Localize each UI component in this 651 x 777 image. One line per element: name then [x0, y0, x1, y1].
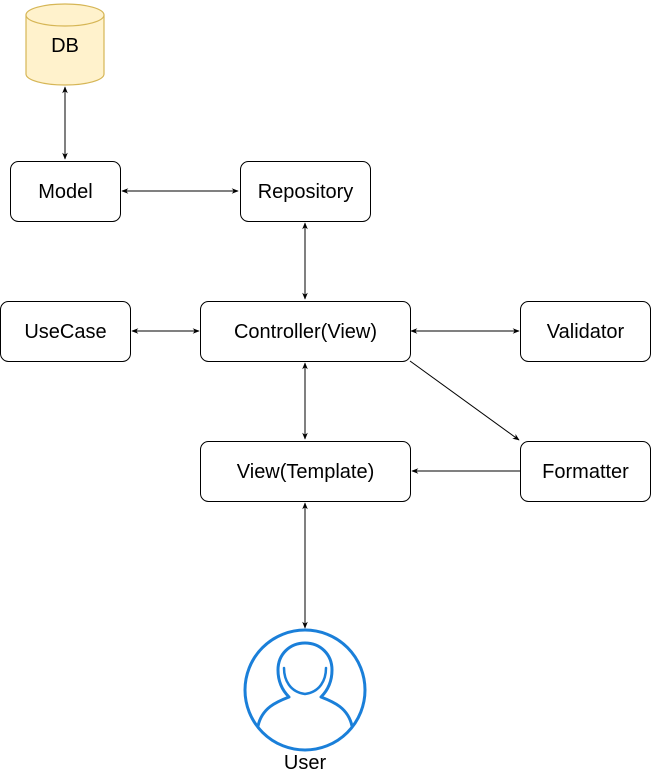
user-label: User [284, 752, 327, 774]
database-cylinder-icon [25, 3, 105, 86]
controller-label: Controller(View) [234, 321, 377, 343]
usecase-label: UseCase [24, 321, 106, 343]
repository-node[interactable]: Repository [240, 161, 371, 222]
controller-node[interactable]: Controller(View) [200, 301, 411, 362]
formatter-node[interactable]: Formatter [520, 441, 651, 502]
view-template-label: View(Template) [237, 461, 374, 483]
model-node[interactable]: Model [10, 161, 121, 222]
repository-label: Repository [258, 181, 354, 203]
user-node[interactable]: User [243, 628, 367, 774]
view-template-node[interactable]: View(Template) [200, 441, 411, 502]
db-node[interactable]: DB [25, 3, 105, 86]
user-avatar-icon [243, 628, 367, 752]
formatter-label: Formatter [542, 461, 629, 483]
validator-label: Validator [547, 321, 625, 343]
db-label: DB [51, 35, 79, 57]
validator-node[interactable]: Validator [520, 301, 651, 362]
edge-controller-formatter [409, 360, 520, 441]
usecase-node[interactable]: UseCase [0, 301, 131, 362]
model-label: Model [38, 181, 92, 203]
